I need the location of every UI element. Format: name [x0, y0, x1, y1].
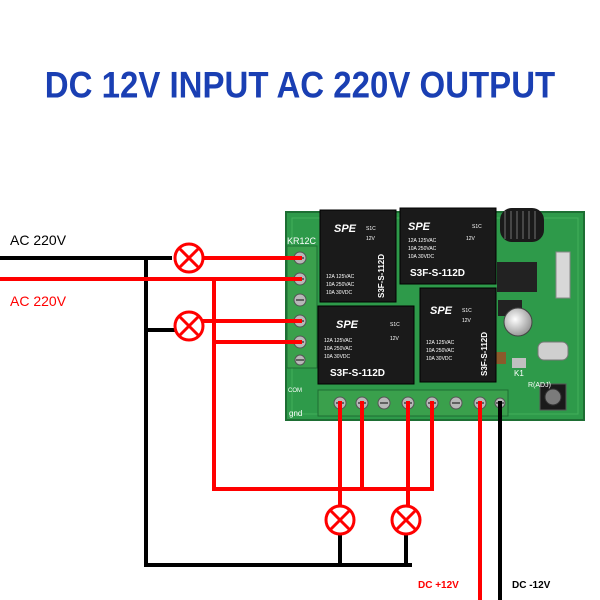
lamp-icon [390, 504, 422, 536]
relay-body [399, 207, 497, 285]
left-terminal-block [286, 245, 318, 369]
relay-model: S3F-S-112D [480, 332, 489, 376]
board-com-label: COM [288, 388, 302, 394]
relay-spec-1: 12A 125VAC [426, 340, 455, 346]
relay-spec-1: 12A 125VAC [324, 338, 353, 344]
relay-module-board: KR12C COM gnd R(ADJ) K1 [285, 207, 585, 421]
relay-rating: 12V [466, 236, 476, 242]
dc-negative-label: DC -12V [512, 580, 551, 591]
relay-rating: 12V [462, 318, 472, 324]
antenna-coil [500, 208, 544, 242]
board-adj-label: R(ADJ) [528, 382, 551, 389]
button-cap [544, 388, 562, 406]
ac-line-2-label: AC 220V [10, 293, 67, 309]
diagram-title: DC 12V INPUT AC 220V OUTPUT [44, 63, 556, 106]
relay-code: S1C [472, 224, 482, 230]
relay-spec-3: 10A 30VDC [324, 354, 351, 360]
relay-spec-2: 10A 250VAC [426, 348, 455, 354]
relay-4: SPE S1C 12A 125VAC 10A 250VAC 10A 30VDC … [419, 287, 497, 383]
board-k1-label: K1 [514, 369, 524, 378]
relay-brand: SPE [334, 223, 357, 235]
lamp-icon [324, 504, 356, 536]
dc-positive-label: DC +12V [418, 580, 459, 591]
relay-spec-2: 10A 250VAC [326, 282, 355, 288]
terminal-screw[interactable] [294, 354, 306, 366]
antenna-body [500, 208, 544, 242]
board-model-label: KR12C [287, 236, 317, 246]
relay-spec-1: 12A 125VAC [326, 274, 355, 280]
terminal-screw[interactable] [293, 293, 307, 307]
relay-model: S3F-S-112D [410, 268, 465, 279]
relay-spec-2: 10A 250VAC [408, 246, 437, 252]
ic-chip [497, 262, 537, 292]
live-wires [0, 256, 482, 600]
lamp-icon [173, 310, 205, 342]
relay-body [419, 287, 497, 383]
relay-rating: 12V [366, 236, 376, 242]
relay-code: S1C [390, 322, 400, 328]
relay-3: SPE S1C 12A 125VAC 10A 250VAC 10A 30VDC … [317, 305, 415, 385]
relay-spec-3: 10A 30VDC [426, 356, 453, 362]
lamp-icon [173, 242, 205, 274]
board-gnd-label: gnd [289, 409, 302, 418]
relay-spec-3: 10A 30VDC [326, 290, 353, 296]
relay-spec-1: 12A 125VAC [408, 238, 437, 244]
relay-body [319, 209, 397, 303]
relay-2: SPE S1C 12A 125VAC 10A 250VAC 10A 30VDC … [399, 207, 497, 285]
crystal-oscillator [537, 341, 569, 361]
terminal-screw[interactable] [377, 396, 391, 410]
relay-spec-3: 10A 30VDC [408, 254, 435, 260]
relay-brand: SPE [408, 221, 431, 233]
learn-button[interactable] [539, 383, 567, 411]
relay-spec-2: 10A 250VAC [324, 346, 353, 352]
relay-brand: SPE [336, 319, 359, 331]
pin-header [555, 251, 571, 299]
ac-line-1-label: AC 220V [10, 232, 67, 248]
relay-code: S1C [462, 308, 472, 314]
relay-1: SPE S1C 12A 125VAC 10A 250VAC 10A 30VDC … [319, 209, 397, 303]
terminal-screw[interactable] [449, 396, 463, 410]
relay-body [317, 305, 415, 385]
relay-model: S3F-S-112D [330, 368, 385, 379]
relay-code: S1C [366, 226, 376, 232]
neutral-wires [0, 256, 502, 600]
relay-brand: SPE [430, 305, 453, 317]
relay-rating: 12V [390, 336, 400, 342]
relay-model: S3F-S-112D [377, 254, 386, 298]
electrolytic-capacitor [503, 307, 533, 337]
terminal-housing [286, 245, 318, 369]
smd-component [512, 358, 526, 368]
bottom-terminal-block [317, 389, 509, 417]
